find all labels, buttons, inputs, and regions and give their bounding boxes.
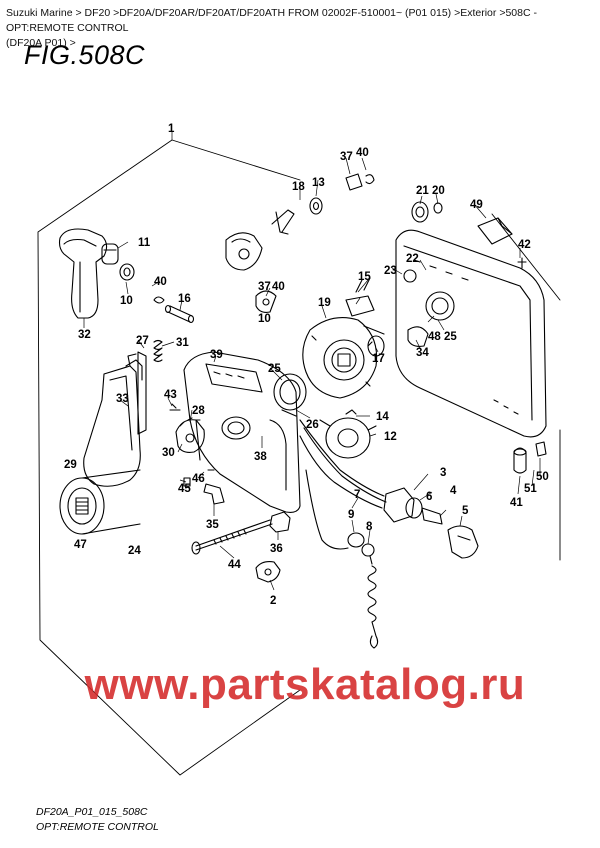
callout-44[interactable]: 44 [228, 559, 241, 571]
leader-lines [83, 132, 541, 591]
callout-40c[interactable]: 40 [272, 281, 285, 293]
callout-34[interactable]: 34 [416, 347, 429, 359]
callout-45[interactable]: 45 [178, 483, 191, 495]
control-housing [183, 351, 301, 513]
breadcrumb-line-2[interactable]: (DF20A P01) > [6, 37, 76, 49]
callout-29[interactable]: 29 [64, 459, 77, 471]
figure-title: FIG.508C [24, 40, 146, 70]
figure-name: OPT:REMOTE CONTROL [36, 821, 159, 833]
callout-32[interactable]: 32 [78, 329, 91, 341]
callout-37a[interactable]: 37 [340, 151, 353, 163]
callout-9[interactable]: 9 [348, 509, 354, 521]
callout-47[interactable]: 47 [74, 539, 87, 551]
breadcrumb[interactable]: Suzuki Marine > DF20 >DF20A/DF20AR/DF20A… [6, 6, 594, 51]
callout-50[interactable]: 50 [536, 471, 549, 483]
neutral-switch [345, 277, 385, 357]
assembly-outline [37, 139, 561, 776]
callout-20[interactable]: 20 [432, 185, 445, 197]
callout-39[interactable]: 39 [210, 349, 223, 361]
callout-48[interactable]: 48 [428, 331, 441, 343]
callout-6[interactable]: 6 [426, 491, 432, 503]
callout-33[interactable]: 33 [116, 393, 129, 405]
cam-plate [302, 317, 378, 399]
pin [153, 296, 195, 324]
callout-17[interactable]: 17 [372, 353, 385, 365]
callout-43[interactable]: 43 [164, 389, 177, 401]
callout-15[interactable]: 15 [358, 271, 371, 283]
callout-8[interactable]: 8 [366, 521, 373, 533]
callout-27[interactable]: 27 [136, 335, 149, 347]
figure-code: DF20A_P01_015_508C [36, 806, 148, 818]
control-lever [83, 353, 143, 487]
callout-41[interactable]: 41 [510, 497, 523, 509]
callout-46[interactable]: 46 [192, 473, 205, 485]
callout-28[interactable]: 28 [192, 405, 205, 417]
detent-gear [175, 417, 205, 453]
callout-13[interactable]: 13 [312, 177, 325, 189]
callout-3[interactable]: 3 [440, 467, 446, 479]
callout-2[interactable]: 2 [270, 595, 276, 607]
spring [137, 339, 163, 435]
callout-49[interactable]: 49 [470, 199, 483, 211]
main-switch [383, 487, 479, 559]
callout-25a[interactable]: 25 [268, 363, 281, 375]
callout-16[interactable]: 16 [178, 293, 191, 305]
handle-cap [101, 243, 135, 281]
callout-12[interactable]: 12 [384, 431, 397, 443]
callout-42[interactable]: 42 [518, 239, 531, 251]
callout-36[interactable]: 36 [270, 543, 283, 555]
callout-35[interactable]: 35 [206, 519, 219, 531]
callout-40a[interactable]: 40 [356, 147, 369, 159]
callout-19[interactable]: 19 [318, 297, 331, 309]
small-screws [169, 403, 215, 487]
callout-22[interactable]: 22 [406, 253, 419, 265]
callout-10[interactable]: 10 [120, 295, 133, 307]
callout-4[interactable]: 4 [450, 485, 457, 497]
wire-harness [299, 419, 387, 550]
callout-24[interactable]: 24 [128, 545, 141, 557]
callout-1[interactable]: 1 [168, 123, 175, 135]
callout-11[interactable]: 11 [138, 237, 151, 249]
callout-38[interactable]: 38 [254, 451, 267, 463]
callout-14[interactable]: 14 [376, 411, 389, 423]
callout-18[interactable]: 18 [292, 181, 305, 193]
lower-right-bolts [513, 441, 547, 474]
top-clips [345, 173, 375, 191]
nut-and-plate [255, 511, 291, 583]
top-right-fasteners [411, 201, 527, 269]
long-bolt [191, 519, 273, 555]
throttle-handle [58, 228, 108, 319]
callout-26[interactable]: 26 [306, 419, 319, 431]
callout-21[interactable]: 21 [416, 185, 429, 197]
callout-30[interactable]: 30 [162, 447, 175, 459]
callout-labels: 1 2 3 4 5 6 7 8 9 10 10 11 12 13 14 15 1… [64, 123, 549, 607]
callout-5[interactable]: 5 [462, 505, 469, 517]
side-cover [395, 229, 547, 438]
neutral-boot [59, 469, 141, 535]
callout-31[interactable]: 31 [176, 337, 189, 349]
callout-7[interactable]: 7 [354, 489, 360, 501]
callout-23[interactable]: 23 [384, 265, 397, 277]
shift-arm [225, 197, 323, 313]
breadcrumb-line-1[interactable]: Suzuki Marine > DF20 >DF20A/DF20AR/DF20A… [6, 7, 537, 34]
callout-40b[interactable]: 40 [154, 276, 167, 288]
watermark: www.partskatalog.ru [84, 660, 526, 709]
callout-37b[interactable]: 37 [258, 281, 271, 293]
washer-25-26 [273, 373, 307, 417]
warning-buzzer [319, 409, 377, 459]
callout-51[interactable]: 51 [524, 483, 537, 495]
callout-10b[interactable]: 10 [258, 313, 271, 325]
callout-25b[interactable]: 25 [444, 331, 457, 343]
stop-switch [347, 532, 379, 649]
bracket [203, 483, 225, 505]
